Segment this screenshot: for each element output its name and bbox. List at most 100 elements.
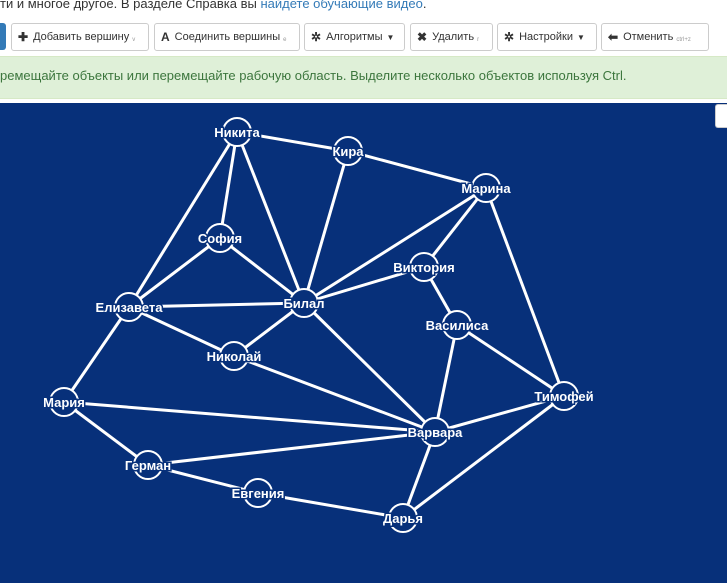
edge-nikita-bilal[interactable]	[235, 131, 306, 304]
edge-evgenia-darya[interactable]	[257, 491, 404, 520]
vertex-evgenia[interactable]: Евгения	[230, 478, 286, 508]
algorithms-label: Алгоритмы	[326, 31, 383, 43]
vertex-label: Мария	[43, 395, 85, 410]
edge-vasilisa-varvara[interactable]	[433, 324, 459, 433]
vertex-circle[interactable]	[333, 136, 363, 166]
vertex-circle[interactable]	[289, 288, 319, 318]
settings-label: Настройки	[519, 31, 573, 43]
add-vertex-button[interactable]: ✚ Добавить вершину v	[11, 23, 149, 51]
edge-kira-bilal[interactable]	[302, 150, 350, 304]
connect-vertices-button[interactable]: A Соединить вершины e	[154, 23, 300, 51]
tutorial-video-link[interactable]: найдете обучающие видео	[260, 0, 423, 11]
vertex-circle[interactable]	[205, 223, 235, 253]
connect-vertices-label: Соединить вершины	[174, 31, 281, 43]
vertex-circle[interactable]	[409, 252, 439, 282]
vertex-nikita[interactable]: Никита	[213, 117, 262, 147]
vertex-label: Билал	[283, 296, 324, 311]
connect-icon: A	[161, 30, 170, 44]
vertex-circle[interactable]	[49, 387, 79, 417]
vertex-circle[interactable]	[222, 117, 252, 147]
edge-marina-bilal[interactable]	[303, 186, 487, 305]
vertex-sofia[interactable]: София	[196, 223, 244, 253]
vertex-bilal[interactable]: Билал	[282, 288, 326, 318]
vertex-timofei[interactable]: Тимофей	[533, 381, 595, 411]
vertex-circle[interactable]	[243, 478, 273, 508]
toolbar-edge-button[interactable]	[0, 23, 6, 50]
intro-text-end: .	[422, 0, 427, 11]
edge-kira-marina[interactable]	[347, 149, 487, 190]
vertex-label: Герман	[125, 458, 171, 473]
edge-varvara-timofei[interactable]	[434, 394, 565, 434]
hint-text: ремещайте объекты или перемещайте рабочу…	[0, 68, 627, 83]
chevron-down-icon: ▼	[386, 32, 395, 42]
gear-icon: ✲	[311, 30, 322, 44]
vertex-label: Евгения	[232, 486, 285, 501]
edge-nikita-kira[interactable]	[236, 130, 349, 153]
vertex-kira[interactable]: Кира	[331, 136, 366, 166]
edge-sofia-elizaveta[interactable]	[128, 236, 221, 309]
edge-varvara-darya[interactable]	[401, 431, 437, 519]
chevron-down-icon: ▼	[577, 32, 585, 42]
toolbar: ✚ Добавить вершину v A Соединить вершины…	[0, 23, 727, 53]
edge-nikolai-varvara[interactable]	[233, 354, 436, 434]
undo-label: Отменить	[623, 31, 674, 43]
vertex-elizaveta[interactable]: Елизавета	[94, 292, 165, 322]
edge-elizaveta-nikolai[interactable]	[128, 305, 235, 358]
vertex-label: Дарья	[383, 511, 423, 526]
edge-maria-german[interactable]	[63, 400, 149, 467]
intro-text-body: ти и многое другое. В разделе Справка вы	[0, 0, 261, 11]
vertex-circle[interactable]	[133, 450, 163, 480]
vertex-circle[interactable]	[114, 292, 144, 322]
edge-nikita-sofia[interactable]	[218, 131, 239, 239]
vertex-label: Никита	[214, 125, 260, 140]
close-icon: ✖	[417, 30, 428, 44]
edge-nikita-elizaveta[interactable]	[127, 131, 239, 308]
connect-vertices-shortcut: e	[283, 37, 287, 43]
edge-german-evgenia[interactable]	[147, 463, 259, 495]
vertex-german[interactable]: Герман	[123, 450, 173, 480]
edge-maria-varvara[interactable]	[63, 400, 436, 434]
intro-text: ти и многое другое. В разделе Справка вы…	[0, 0, 727, 13]
vertex-circle[interactable]	[471, 173, 501, 203]
vertex-label: Елизавета	[96, 300, 164, 315]
vertex-darya[interactable]: Дарья	[381, 503, 425, 533]
vertex-maria[interactable]: Мария	[42, 387, 86, 417]
edge-timofei-darya[interactable]	[402, 394, 565, 520]
vertex-circle[interactable]	[219, 341, 249, 371]
vertex-circle[interactable]	[549, 381, 579, 411]
edge-bilal-varvara[interactable]	[302, 301, 437, 434]
edge-viktoria-bilal[interactable]	[303, 265, 425, 305]
plus-icon: ✚	[18, 30, 29, 44]
vertex-viktoria[interactable]: Виктория	[392, 252, 456, 282]
delete-shortcut: r	[477, 37, 480, 43]
vertex-nikolai[interactable]: Николай	[205, 341, 263, 371]
vertex-label: Варвара	[408, 425, 464, 440]
settings-dropdown[interactable]: ✲ Настройки ▼	[497, 23, 597, 51]
vertex-vasilisa[interactable]: Василиса	[424, 310, 491, 340]
edge-elizaveta-bilal[interactable]	[128, 301, 305, 309]
vertex-label: Василиса	[426, 318, 489, 333]
edge-vasilisa-timofei[interactable]	[456, 323, 565, 398]
canvas-side-button[interactable]	[715, 104, 727, 128]
edge-sofia-bilal[interactable]	[219, 236, 305, 305]
gear-icon: ✲	[504, 30, 515, 44]
vertex-label: Виктория	[393, 260, 455, 275]
delete-button[interactable]: ✖ Удалить r	[410, 23, 493, 51]
edge-marina-viktoria[interactable]	[422, 187, 488, 268]
edge-german-varvara[interactable]	[147, 430, 436, 467]
vertex-marina[interactable]: Марина	[460, 173, 513, 203]
edge-elizaveta-maria[interactable]	[62, 306, 131, 403]
undo-button[interactable]: ⬅ Отменить ctrl+z	[601, 23, 709, 51]
vertex-circle[interactable]	[420, 417, 450, 447]
vertex-circle[interactable]	[388, 503, 418, 533]
algorithms-dropdown[interactable]: ✲ Алгоритмы ▼	[304, 23, 405, 51]
vertex-label: Марина	[461, 181, 511, 196]
vertex-varvara[interactable]: Варвара	[406, 417, 465, 447]
hint-message: ремещайте объекты или перемещайте рабочу…	[0, 56, 727, 99]
undo-shortcut: ctrl+z	[676, 37, 691, 43]
edge-marina-timofei[interactable]	[484, 187, 566, 397]
vertex-circle[interactable]	[442, 310, 472, 340]
